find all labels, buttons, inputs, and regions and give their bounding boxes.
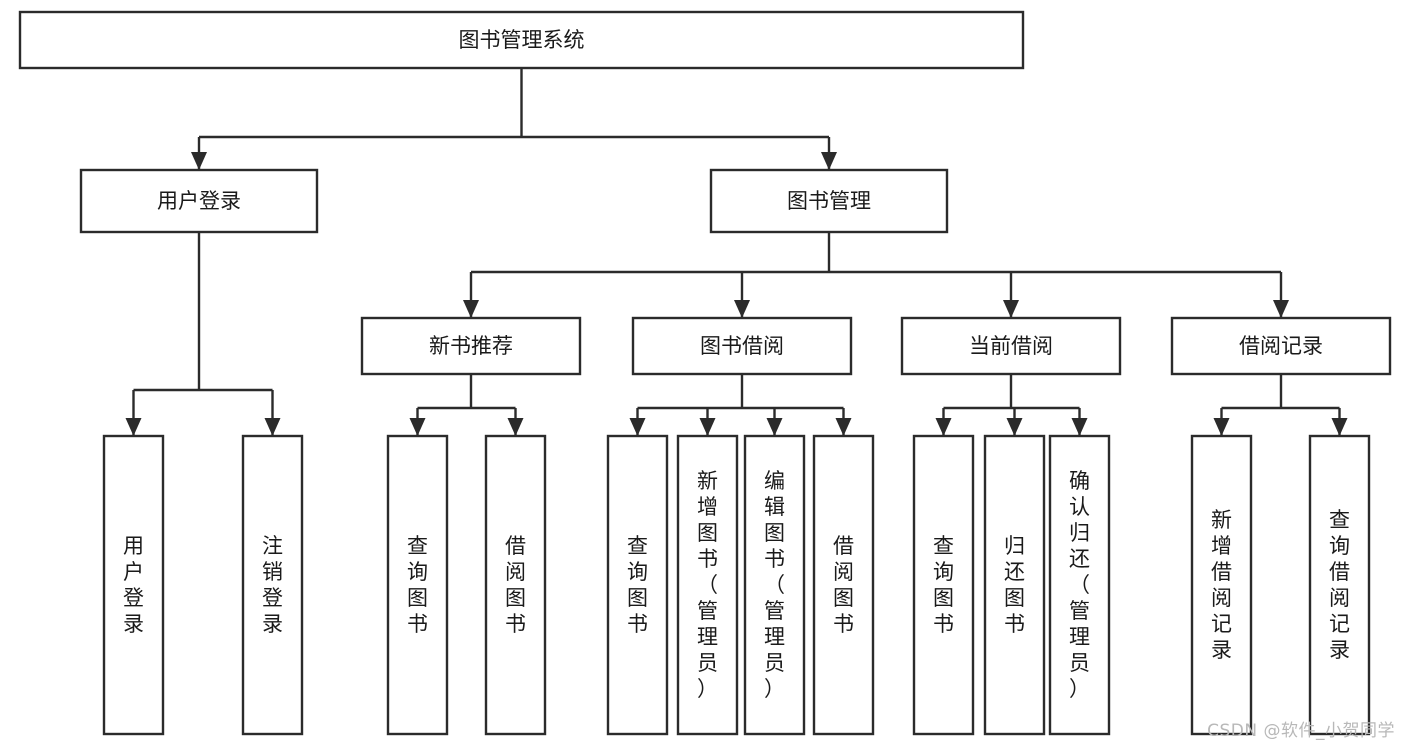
node-leaf-confirm-return-label: 确认归还（管理员）	[1069, 469, 1090, 701]
node-leaf-query-book-1-label: 查询图书	[407, 534, 428, 636]
node-leaf-logout[interactable]: 注销登录	[241, 434, 304, 736]
arrow-head-icon	[507, 418, 524, 436]
node-leaf-add-book-admin-rect[interactable]	[676, 434, 739, 736]
node-leaf-user-login-label: 用户登录	[123, 534, 144, 636]
node-current-borrow[interactable]: 当前借阅	[900, 316, 1122, 376]
node-leaf-borrow-book-1-rect[interactable]	[484, 434, 547, 736]
arrow-head-icon	[191, 152, 207, 170]
arrow-head-icon	[734, 300, 750, 318]
node-leaf-query-record[interactable]: 查询借阅记录	[1308, 434, 1371, 736]
node-leaf-edit-book-admin[interactable]: 编辑图书（管理员）	[743, 434, 806, 736]
csdn-watermark: CSDN @软件_小贺同学	[1207, 721, 1395, 741]
arrow-head-icon	[1213, 418, 1230, 436]
node-borrow-record[interactable]: 借阅记录	[1170, 316, 1392, 376]
arrow-head-icon	[1071, 418, 1088, 436]
node-root-system-label: 图书管理系统	[459, 28, 585, 52]
node-leaf-borrow-book-2[interactable]: 借阅图书	[812, 434, 875, 736]
node-user-login[interactable]: 用户登录	[79, 168, 319, 234]
arrow-head-icon	[125, 418, 142, 436]
node-book-borrow-rect[interactable]	[631, 316, 853, 376]
node-leaf-query-record-rect[interactable]	[1308, 434, 1371, 736]
node-leaf-return-book[interactable]: 归还图书	[983, 434, 1046, 736]
node-leaf-borrow-book-1-label: 借阅图书	[505, 534, 526, 636]
node-book-borrow[interactable]: 图书借阅	[631, 316, 853, 376]
node-leaf-add-record[interactable]: 新增借阅记录	[1190, 434, 1253, 736]
node-leaf-borrow-book-1[interactable]: 借阅图书	[484, 434, 547, 736]
node-leaf-query-book-1-rect[interactable]	[386, 434, 449, 736]
arrow-head-icon	[766, 418, 783, 436]
node-new-book-rec-label: 新书推荐	[429, 334, 513, 358]
arrow-head-icon	[264, 418, 281, 436]
node-root-system-rect[interactable]	[18, 10, 1025, 70]
node-leaf-add-record-rect[interactable]	[1190, 434, 1253, 736]
node-leaf-return-book-label: 归还图书	[1004, 534, 1025, 636]
node-new-book-rec-rect[interactable]	[360, 316, 582, 376]
arrow-head-icon	[1006, 418, 1023, 436]
node-leaf-confirm-return[interactable]: 确认归还（管理员）	[1048, 434, 1111, 736]
node-leaf-logout-rect[interactable]	[241, 434, 304, 736]
node-leaf-query-book-1[interactable]: 查询图书	[386, 434, 449, 736]
arrow-head-icon	[409, 418, 426, 436]
node-leaf-query-book-3[interactable]: 查询图书	[912, 434, 975, 736]
node-book-borrow-label: 图书借阅	[700, 334, 784, 358]
node-book-manage-rect[interactable]	[709, 168, 949, 234]
node-leaf-borrow-book-2-rect[interactable]	[812, 434, 875, 736]
node-leaf-add-book-admin[interactable]: 新增图书（管理员）	[676, 434, 739, 736]
node-user-login-rect[interactable]	[79, 168, 319, 234]
node-root-system[interactable]: 图书管理系统	[18, 10, 1025, 70]
node-leaf-confirm-return-rect[interactable]	[1048, 434, 1111, 736]
node-book-manage[interactable]: 图书管理	[709, 168, 949, 234]
node-borrow-record-rect[interactable]	[1170, 316, 1392, 376]
arrow-head-icon	[1331, 418, 1348, 436]
arrow-head-icon	[835, 418, 852, 436]
node-user-login-label: 用户登录	[157, 189, 241, 213]
connector-lines	[125, 68, 1348, 436]
node-leaf-user-login[interactable]: 用户登录	[102, 434, 165, 736]
node-leaf-query-book-2-rect[interactable]	[606, 434, 669, 736]
arrow-head-icon	[1273, 300, 1289, 318]
node-leaf-edit-book-admin-label: 编辑图书（管理员）	[764, 469, 785, 701]
node-leaf-user-login-rect[interactable]	[102, 434, 165, 736]
arrow-head-icon	[935, 418, 952, 436]
node-boxes: 图书管理系统用户登录图书管理新书推荐图书借阅当前借阅借阅记录用户登录注销登录查询…	[18, 10, 1392, 736]
node-leaf-query-book-2[interactable]: 查询图书	[606, 434, 669, 736]
node-new-book-rec[interactable]: 新书推荐	[360, 316, 582, 376]
node-current-borrow-rect[interactable]	[900, 316, 1122, 376]
node-leaf-edit-book-admin-rect[interactable]	[743, 434, 806, 736]
node-leaf-add-book-admin-label: 新增图书（管理员）	[697, 469, 718, 701]
arrow-head-icon	[629, 418, 646, 436]
arrow-head-icon	[699, 418, 716, 436]
arrow-head-icon	[463, 300, 479, 318]
node-leaf-return-book-rect[interactable]	[983, 434, 1046, 736]
node-book-manage-label: 图书管理	[787, 189, 871, 213]
arrow-head-icon	[821, 152, 837, 170]
node-borrow-record-label: 借阅记录	[1239, 334, 1323, 358]
node-leaf-query-book-3-label: 查询图书	[933, 534, 954, 636]
node-leaf-logout-label: 注销登录	[262, 534, 283, 636]
node-leaf-query-book-3-rect[interactable]	[912, 434, 975, 736]
node-leaf-add-record-label: 新增借阅记录	[1211, 508, 1232, 662]
arrow-head-icon	[1003, 300, 1019, 318]
node-leaf-query-book-2-label: 查询图书	[627, 534, 648, 636]
node-leaf-query-record-label: 查询借阅记录	[1329, 508, 1350, 662]
node-leaf-borrow-book-2-label: 借阅图书	[833, 534, 854, 636]
node-current-borrow-label: 当前借阅	[969, 334, 1053, 358]
